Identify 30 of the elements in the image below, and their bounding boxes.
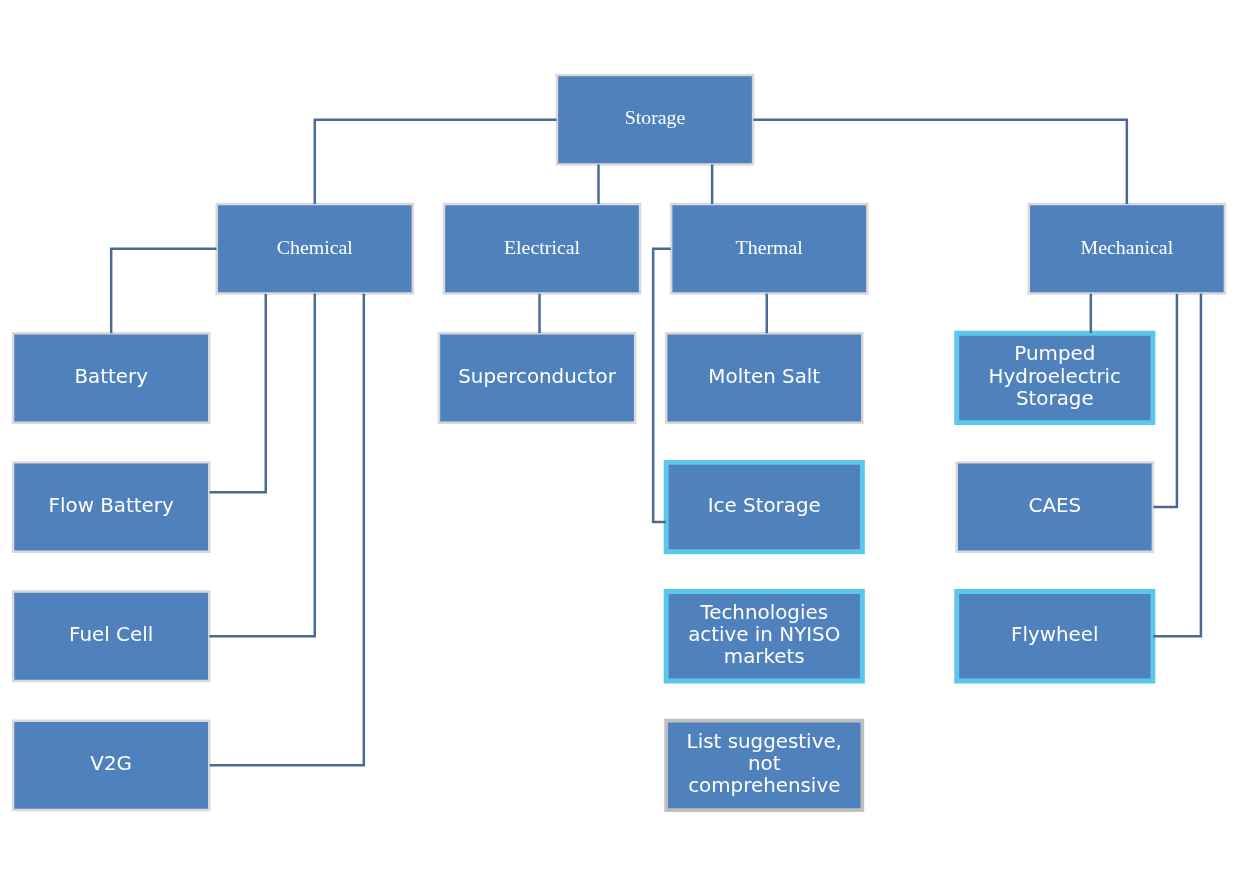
node-box: Flow Battery (11, 460, 211, 553)
connector (597, 163, 600, 204)
node-box: Ice Storage (663, 459, 865, 554)
node-box: Mechanical (1027, 202, 1227, 295)
node-box: List suggestive, not comprehensive (664, 718, 865, 812)
connector (753, 117, 1129, 204)
connector (765, 293, 768, 333)
node-box: Technologies active in NYISO markets (663, 588, 865, 683)
connector (313, 117, 557, 204)
node-box: Pumped Hydroelectric Storage (954, 330, 1156, 425)
connector (1153, 293, 1179, 508)
connector (109, 247, 217, 333)
connector (710, 163, 714, 204)
node-box: Battery (11, 331, 211, 424)
connector (209, 293, 366, 767)
connector (538, 293, 541, 333)
connector (1153, 293, 1203, 637)
node-box: Superconductor (437, 331, 637, 424)
node-box: CAES (955, 460, 1155, 553)
node-box: Chemical (215, 202, 415, 295)
node-box: Electrical (442, 202, 642, 295)
node-box: Storage (555, 73, 755, 166)
connector (209, 293, 317, 637)
connector (1089, 293, 1093, 333)
node-box: Molten Salt (664, 331, 864, 424)
node-box: V2G (11, 718, 211, 811)
node-box: Thermal (669, 202, 869, 295)
node-box: Flywheel (954, 588, 1156, 683)
node-box: Fuel Cell (11, 589, 211, 682)
connector (209, 293, 267, 493)
